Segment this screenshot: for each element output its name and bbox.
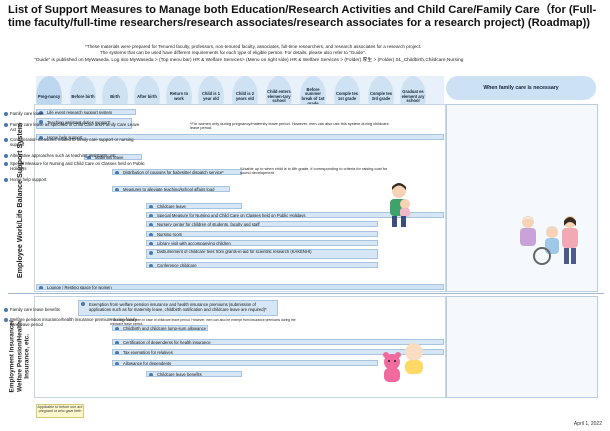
- info-icon: [4, 177, 8, 182]
- nursing-room-bar: Nursing room: [146, 231, 378, 237]
- babysitter-coupons-bar: Distribution of coupons for babysitter d…: [112, 169, 242, 175]
- nursery-center-bar: Nursery center for children of students,…: [146, 221, 378, 227]
- premium-exemption-bar: Exemption from welfare pension insurance…: [78, 300, 278, 316]
- info-icon: [87, 156, 91, 159]
- r1-item: Home help support: [4, 177, 146, 182]
- info-icon: [39, 120, 43, 124]
- info-icon: [149, 373, 153, 376]
- r2-item: Welfare pension insurance/health insuran…: [4, 317, 146, 327]
- holiday-classes-bar: Special Measure for Nursing and Child Ca…: [146, 212, 444, 218]
- r1-item: Consideration measures related to family…: [4, 137, 146, 147]
- info-icon: [39, 136, 43, 139]
- lump-sum-bar: Childbirth and childcare lump-sum allowa…: [112, 325, 208, 331]
- childcare-benefits-bar: Childcare leave benefits: [146, 371, 242, 377]
- parent-child-illustration: [390, 183, 410, 227]
- r1-item: Family care leave as specified in Child …: [4, 122, 146, 132]
- teaching-assistant-bar: Teaching assistant duties support*: [36, 118, 132, 129]
- home-help-bar: Home help support: [36, 134, 444, 140]
- info-icon: [115, 188, 119, 191]
- info-icon: [115, 327, 119, 330]
- maternity-leave-bar: Maternity leave: [84, 154, 142, 160]
- childcare-leave-bar: Childcare leave: [146, 203, 242, 209]
- dependents-allowance-bar: Allowance for dependents: [112, 360, 378, 366]
- section-divider: [8, 293, 604, 294]
- document-date: April 1, 2022: [573, 421, 602, 427]
- section-label-worklife: Employee Work/Life Balance Support Syste…: [15, 122, 25, 278]
- info-icon: [4, 111, 8, 116]
- baby-toys-illustration: [383, 343, 423, 382]
- page-title: List of Support Measures to Manage both …: [8, 4, 597, 29]
- info-icon: [4, 317, 8, 322]
- kakenhi-childcare-bar: Disbursement of childcare fees from gran…: [146, 249, 378, 259]
- star-note-exemption: *For women and men in case of childcare …: [110, 318, 296, 326]
- info-icon: [4, 122, 8, 127]
- info-icon: [115, 341, 119, 344]
- r1-item: Alternative approaches such as teaching …: [4, 153, 146, 158]
- life-event-research-bar: Life event research support system: [36, 109, 136, 115]
- family-care-illustration: [520, 216, 578, 265]
- r1-item: Family care leave: [4, 111, 146, 116]
- tax-exemption-bar: Tax exemption for relatives: [112, 349, 444, 355]
- dependents-insurance-bar: Certification of dependents for health i…: [112, 339, 444, 345]
- section-label-insurance: Employment Insurance/ Welfare Pension/He…: [8, 319, 31, 393]
- note-requirements: The systems that can be used have differ…: [100, 50, 366, 55]
- info-icon: [81, 302, 85, 306]
- star-note-babysitter: *Usable up to when child is in 6th grade…: [240, 166, 388, 176]
- info-icon: [149, 264, 153, 267]
- note-guide: "Guide" is published on MyWaseda. Log in…: [34, 58, 464, 63]
- info-icon: [149, 214, 153, 217]
- r1-item: Special Measure for Nursing and Child Ca…: [4, 161, 146, 171]
- info-icon: [115, 362, 119, 365]
- info-icon: [39, 111, 43, 114]
- info-icon: [4, 137, 8, 142]
- info-icon: [149, 233, 153, 236]
- info-icon: [115, 351, 119, 354]
- note-eligibility: *These materials were prepared for Tenur…: [85, 44, 422, 49]
- family-care-header: When family care is necessary: [446, 76, 596, 100]
- info-icon: [149, 205, 153, 208]
- info-icon: [115, 171, 119, 174]
- info-icon: [149, 251, 153, 255]
- library-visit-bar: Library visit with accompanying children: [146, 240, 378, 246]
- info-icon: [4, 153, 8, 158]
- lounge-bar: Lounge / Resting space for women: [36, 284, 444, 290]
- family-care-insurance-panel: [446, 296, 598, 398]
- info-icon: [4, 307, 8, 312]
- star-note-teaching: *For women only during pregnancy/materni…: [190, 121, 389, 131]
- conference-childcare-bar: Conference childcare: [146, 262, 378, 268]
- legend-box: Applicable to before one are pregnant or…: [36, 404, 84, 418]
- r2-item: Family care leave benefits: [4, 307, 146, 312]
- alleviate-load-bar: Measures to alleviate teaching/school af…: [112, 186, 230, 192]
- info-icon: [149, 242, 153, 245]
- info-icon: [39, 286, 43, 289]
- info-icon: [4, 161, 8, 166]
- info-icon: [149, 223, 153, 226]
